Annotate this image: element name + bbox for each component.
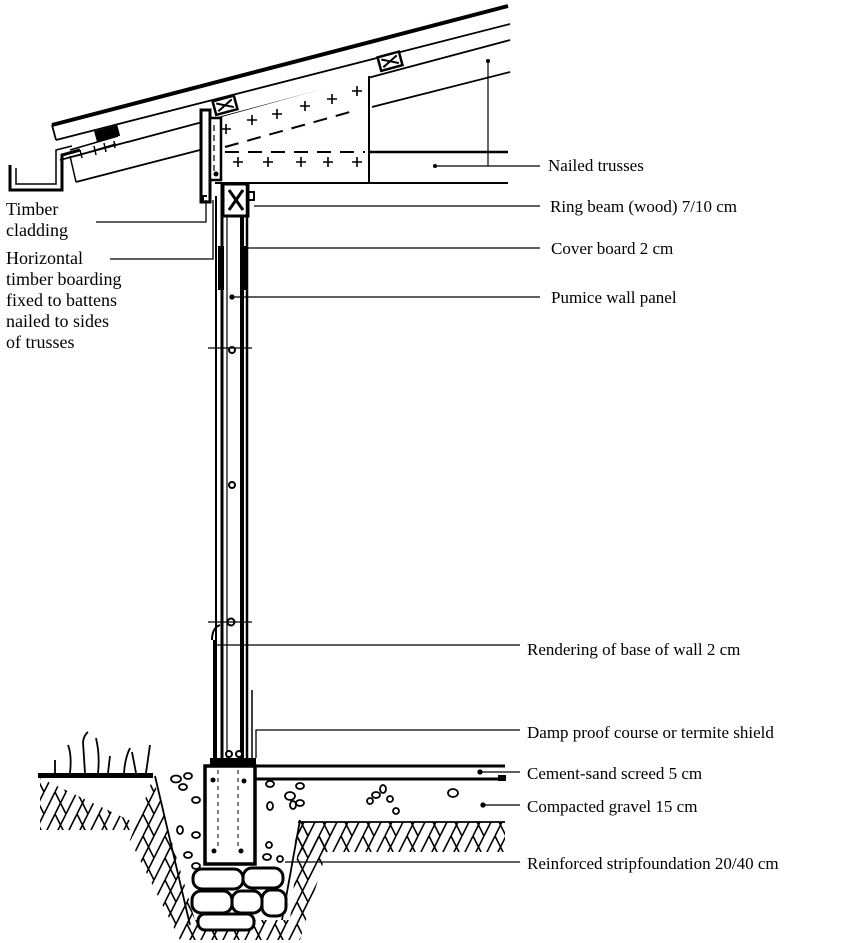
label-timber-cladding: Timber cladding <box>6 199 68 241</box>
label-strip-foundation: Reinforced stripfoundation 20/40 cm <box>527 854 779 873</box>
gravel-pebbles <box>170 772 459 870</box>
label-cover-board: Cover board 2 cm <box>551 239 674 258</box>
leader-horizontal-boarding <box>110 200 214 260</box>
leader-damp-proof <box>255 729 520 758</box>
strip-foundation <box>203 758 257 866</box>
leader-lines <box>96 200 540 863</box>
label-pumice-wall-panel: Pumice wall panel <box>551 288 677 307</box>
label-ring-beam: Ring beam (wood) 7/10 cm <box>550 197 737 216</box>
label-line: fixed to battens <box>6 290 117 310</box>
label-line: Timber <box>6 199 59 219</box>
label-line: nailed to sides <box>6 311 109 331</box>
rubble-stones <box>190 866 288 932</box>
label-horizontal-boarding: Horizontal timber boarding fixed to batt… <box>6 248 121 353</box>
label-line: timber boarding <box>6 269 122 289</box>
leader-timber-cladding <box>96 200 207 223</box>
grass <box>38 731 153 778</box>
nail-marks <box>221 86 362 167</box>
wall <box>208 184 253 760</box>
label-damp-proof-course: Damp proof course or termite shield <box>527 723 774 742</box>
cover-board-left <box>218 246 224 290</box>
cover-board-right <box>242 246 248 290</box>
label-line: Horizontal <box>6 248 83 268</box>
truss <box>215 76 508 184</box>
label-nailed-trusses: Nailed trusses <box>548 156 644 175</box>
ground-soil <box>40 775 505 940</box>
roof-battens <box>211 50 405 117</box>
rafter <box>69 71 511 183</box>
wall-fixings <box>225 346 243 758</box>
label-line: of trusses <box>6 332 75 352</box>
gutter <box>8 135 119 192</box>
floor-slab <box>256 764 506 781</box>
label-compacted-gravel: Compacted gravel 15 cm <box>527 797 698 816</box>
label-line: cladding <box>6 220 68 240</box>
label-rendering: Rendering of base of wall 2 cm <box>527 640 741 659</box>
timber-cladding <box>199 108 223 204</box>
nailed-trusses-leader <box>433 59 540 168</box>
label-cement-sand-screed: Cement-sand screed 5 cm <box>527 764 703 783</box>
roof-batten-block <box>94 125 121 142</box>
